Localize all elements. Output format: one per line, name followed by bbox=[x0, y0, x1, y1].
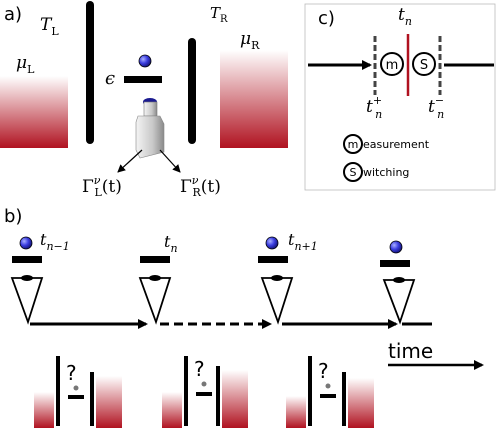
step-3-time-label: tn+1 bbox=[288, 230, 318, 253]
mini-3-level bbox=[320, 394, 336, 398]
panel-c: c) tn m S t+n t−n m easurement S witchin… bbox=[304, 3, 496, 191]
legend-switching-circle bbox=[343, 162, 363, 182]
step-3-electron bbox=[265, 236, 279, 250]
mini-1-question: ? bbox=[66, 361, 77, 385]
mini-schematic-2: ? bbox=[162, 356, 248, 428]
step-1-detector-cone bbox=[10, 277, 44, 325]
step-1-level bbox=[12, 256, 42, 263]
step-4-level bbox=[380, 260, 410, 267]
step-1-time-label: tn−1 bbox=[40, 230, 70, 253]
legend-measurement-circle bbox=[343, 134, 363, 154]
mini-schematic-3: ? bbox=[286, 356, 374, 428]
t-minus-label: t−n bbox=[428, 94, 444, 121]
panel-a-label: a) bbox=[4, 4, 22, 25]
mini-2-question: ? bbox=[194, 357, 205, 381]
mu-left-label: μL bbox=[16, 53, 35, 76]
mini-1-level bbox=[68, 395, 84, 399]
panel-b: b) tn−1 tn tn+1 bbox=[4, 206, 484, 428]
step-3-detector-lens bbox=[271, 275, 283, 281]
mini-3-left-reservoir bbox=[286, 396, 306, 428]
step-3-detector-cone bbox=[260, 277, 294, 325]
time-step-3: tn+1 bbox=[258, 230, 318, 325]
quantum-dot-electron bbox=[138, 54, 152, 68]
mini-3-dot bbox=[325, 383, 331, 389]
detector-camera-icon bbox=[135, 98, 165, 159]
step-2-time-label: tn bbox=[164, 232, 178, 255]
switching-letter: S bbox=[420, 58, 428, 73]
step-2-detector-lens bbox=[149, 275, 161, 281]
measurement-circle bbox=[380, 52, 404, 76]
mini-3-right-reservoir bbox=[348, 378, 374, 428]
step-1-electron bbox=[19, 236, 33, 250]
panel-b-label: b) bbox=[4, 206, 22, 227]
legend-measurement-text: easurement bbox=[363, 138, 430, 151]
right-reservoir bbox=[220, 50, 288, 148]
temp-right-label: TR bbox=[210, 4, 228, 25]
mini-3-question: ? bbox=[318, 359, 329, 383]
left-reservoir bbox=[0, 76, 68, 148]
switching-circle bbox=[412, 52, 436, 76]
time-axis-label: time bbox=[388, 339, 433, 363]
mu-right-label: μR bbox=[240, 29, 260, 52]
panel-c-frame bbox=[304, 3, 496, 191]
dot-energy-level bbox=[124, 76, 162, 83]
rate-arrow-right bbox=[159, 149, 181, 173]
step-1-detector-lens bbox=[21, 275, 33, 281]
mini-2-left-reservoir bbox=[162, 392, 182, 428]
step-3-level bbox=[258, 256, 288, 263]
epsilon-label: ϵ bbox=[105, 68, 115, 89]
panel-a: a) TL TR μL μR ϵ bbox=[0, 1, 288, 199]
step-4-detector-lens bbox=[393, 277, 405, 283]
mini-1-left-reservoir bbox=[34, 392, 54, 428]
legend-switching-text: witching bbox=[363, 166, 409, 179]
rate-arrow-left bbox=[117, 149, 143, 173]
step-4-electron bbox=[389, 240, 403, 254]
mini-2-dot bbox=[201, 381, 207, 387]
step-4-detector-cone bbox=[382, 279, 416, 325]
measurement-letter: m bbox=[386, 58, 399, 73]
mini-1-right-reservoir bbox=[96, 376, 122, 428]
temp-left-label: TL bbox=[40, 15, 59, 38]
time-step-2: tn bbox=[138, 232, 178, 325]
panel-c-label: c) bbox=[318, 8, 335, 29]
time-step-1: tn−1 bbox=[10, 230, 70, 325]
time-step-4 bbox=[380, 240, 416, 325]
t-plus-label: t+n bbox=[366, 94, 382, 121]
legend-measurement-letter: m bbox=[348, 138, 359, 151]
mini-2-right-reservoir bbox=[222, 370, 248, 428]
t-n-label: tn bbox=[398, 5, 412, 28]
mini-schematic-1: ? bbox=[34, 356, 122, 428]
legend-switching-letter: S bbox=[350, 166, 357, 179]
mini-2-level bbox=[196, 392, 212, 396]
step-2-level bbox=[140, 256, 170, 263]
step-2-detector-cone bbox=[138, 277, 172, 325]
mini-1-dot bbox=[73, 385, 79, 391]
